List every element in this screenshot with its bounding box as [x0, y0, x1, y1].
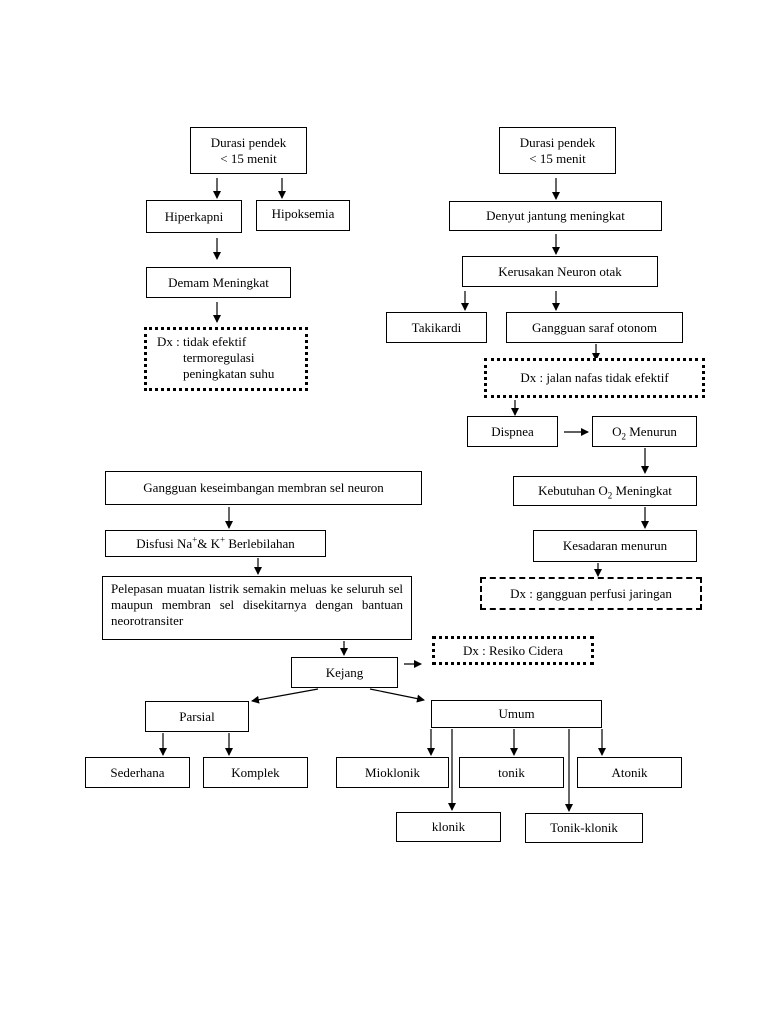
- mioklonik-label: Mioklonik: [365, 764, 420, 780]
- klonik-label: klonik: [431, 819, 466, 834]
- dispnea-box: Dispnea: [467, 416, 558, 447]
- left-durasi-line1: Durasi pendek: [210, 134, 287, 150]
- o2-menurun-box: O2 Menurun: [592, 416, 697, 447]
- atonik-box: Atonik: [577, 757, 682, 788]
- parsial-box: Parsial: [145, 701, 249, 732]
- arrow-kejang-to-parsial: [251, 688, 319, 704]
- dx-jalan-nafas-box: Dx : jalan nafas tidak efektif: [484, 358, 705, 398]
- difusi-part2: & K: [197, 535, 221, 551]
- komplek-label: Komplek: [231, 764, 280, 780]
- dx-termo-line2: termoregulasi: [183, 350, 255, 365]
- kebutuhan-o2-label: Kebutuhan O2 Meningkat: [538, 483, 672, 501]
- difusi-sup2: +: [220, 534, 226, 545]
- kebutuhan-o2-box: Kebutuhan O2 Meningkat: [513, 476, 697, 506]
- left-durasi-line2: < 15 menit: [220, 150, 277, 166]
- dx-termo-line3: peningkatan suhu: [183, 366, 275, 381]
- atonik-label: Atonik: [611, 764, 648, 780]
- kesadaran-label: Kesadaran menurun: [562, 538, 668, 553]
- dx-cidera-label: Dx : Resiko Cidera: [462, 642, 563, 658]
- hiperkapni-label: Hiperkapni: [164, 208, 224, 224]
- difusi-sup1: +: [192, 534, 198, 545]
- tonik-label: tonik: [498, 764, 525, 780]
- difusi-part3: Berlebilahan: [225, 535, 295, 551]
- tonik-klonik-box: Tonik-klonik: [525, 813, 643, 843]
- tonik-klonik-label: Tonik-klonik: [550, 820, 618, 835]
- demam-label: Demam Meningkat: [168, 274, 269, 290]
- kejang-box: Kejang: [291, 657, 398, 688]
- o2-menurun-label: O2 Menurun: [612, 423, 677, 442]
- takikardi-box: Takikardi: [386, 312, 487, 343]
- umum-label: Umum: [498, 706, 535, 721]
- difusi-label: Disfusi Na+& K+ Berlebilahan: [136, 534, 295, 552]
- pelepasan-text: Pelepasan muatan listrik semakin meluas …: [111, 581, 403, 628]
- kerusakan-label: Kerusakan Neuron otak: [498, 263, 622, 279]
- parsial-label: Parsial: [179, 708, 215, 724]
- gangguan-membran-box: Gangguan keseimbangan membran sel neuron: [105, 471, 422, 505]
- dx-perfusi-label: Dx : gangguan perfusi jaringan: [510, 585, 672, 601]
- left-durasi-box: Durasi pendek < 15 menit: [190, 127, 307, 174]
- o2-prefix: O: [612, 423, 622, 439]
- difusi-box: Disfusi Na+& K+ Berlebilahan: [105, 530, 326, 557]
- kesadaran-box: Kesadaran menurun: [533, 530, 697, 562]
- gangguan-saraf-label: Gangguan saraf otonom: [532, 319, 657, 335]
- denyut-box: Denyut jantung meningkat: [449, 201, 662, 231]
- denyut-label: Denyut jantung meningkat: [486, 208, 625, 223]
- tonik-box: tonik: [459, 757, 564, 788]
- kebutuhan-prefix: Kebutuhan O: [538, 483, 608, 498]
- right-durasi-line1: Durasi pendek: [519, 134, 596, 150]
- klonik-box: klonik: [396, 812, 501, 842]
- right-durasi-line2: < 15 menit: [529, 150, 586, 166]
- dx-cidera-box: Dx : Resiko Cidera: [432, 636, 594, 665]
- sederhana-box: Sederhana: [85, 757, 190, 788]
- kerusakan-box: Kerusakan Neuron otak: [462, 256, 658, 287]
- o2-sub: 2: [621, 431, 626, 442]
- difusi-part1: Disfusi Na: [136, 535, 193, 551]
- kejang-label: Kejang: [325, 664, 364, 680]
- dx-termoregulasi-box: Dx : tidak efektif termoregulasi peningk…: [144, 327, 308, 391]
- takikardi-label: Takikardi: [411, 319, 462, 335]
- kebutuhan-sub: 2: [607, 490, 613, 501]
- hiperkapni-box: Hiperkapni: [146, 200, 242, 233]
- komplek-box: Komplek: [203, 757, 308, 788]
- umum-box: Umum: [431, 700, 602, 728]
- hipoksemia-label: Hipoksemia: [271, 206, 335, 221]
- dx-jalan-nafas-label: Dx : jalan nafas tidak efektif: [520, 370, 669, 385]
- mioklonik-box: Mioklonik: [336, 757, 449, 788]
- gangguan-membran-label: Gangguan keseimbangan membran sel neuron: [143, 480, 384, 495]
- sederhana-label: Sederhana: [110, 764, 165, 780]
- demam-box: Demam Meningkat: [146, 267, 291, 298]
- gangguan-saraf-box: Gangguan saraf otonom: [506, 312, 683, 343]
- hipoksemia-box: Hipoksemia: [256, 200, 350, 231]
- dx-perfusi-box: Dx : gangguan perfusi jaringan: [480, 577, 702, 610]
- arrow-kejang-to-umum: [369, 688, 425, 703]
- right-durasi-box: Durasi pendek < 15 menit: [499, 127, 616, 174]
- dispnea-label: Dispnea: [491, 423, 534, 439]
- dx-termo-line1: Dx : tidak efektif: [157, 334, 247, 349]
- o2-suffix: Menurun: [625, 423, 677, 439]
- kebutuhan-suffix: Meningkat: [612, 483, 672, 498]
- pelepasan-box: Pelepasan muatan listrik semakin meluas …: [102, 576, 412, 640]
